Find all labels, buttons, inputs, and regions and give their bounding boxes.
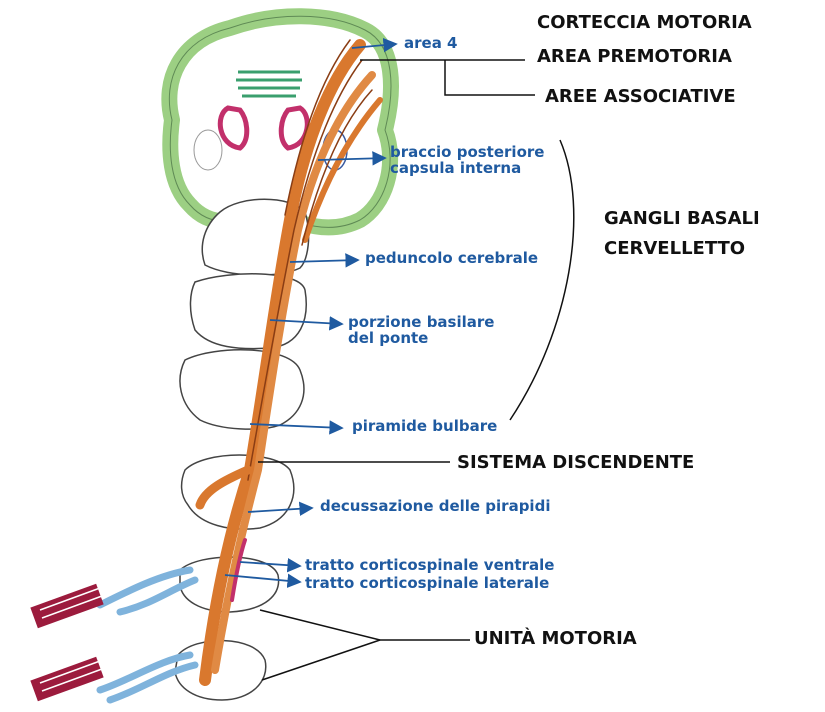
- label-gangli-basali: GANGLI BASALI: [604, 210, 760, 229]
- label-unita-motoria: UNITÀ MOTORIA: [474, 630, 637, 649]
- muscle-fibers: [30, 584, 103, 702]
- label-area-premotoria: AREA PREMOTORIA: [537, 48, 732, 67]
- label-capsula-interna: capsula interna: [390, 161, 521, 177]
- label-tratto-laterale: tratto corticospinale laterale: [305, 576, 549, 592]
- label-cervelletto: CERVELLETTO: [604, 240, 745, 259]
- label-corteccia-motoria: CORTECCIA MOTORIA: [537, 14, 752, 33]
- label-piramide-bulbare: piramide bulbare: [352, 419, 497, 435]
- label-tratto-ventrale: tratto corticospinale ventrale: [305, 558, 554, 574]
- label-del-ponte: del ponte: [348, 331, 428, 347]
- label-sistema-discendente: SISTEMA DISCENDENTE: [457, 454, 694, 473]
- label-decussazione: decussazione delle pirapidi: [320, 499, 550, 515]
- label-area-4: area 4: [404, 36, 457, 52]
- label-aree-associative: AREE ASSOCIATIVE: [545, 88, 736, 107]
- label-peduncolo-cerebrale: peduncolo cerebrale: [365, 251, 538, 267]
- medulla-section: [180, 350, 304, 429]
